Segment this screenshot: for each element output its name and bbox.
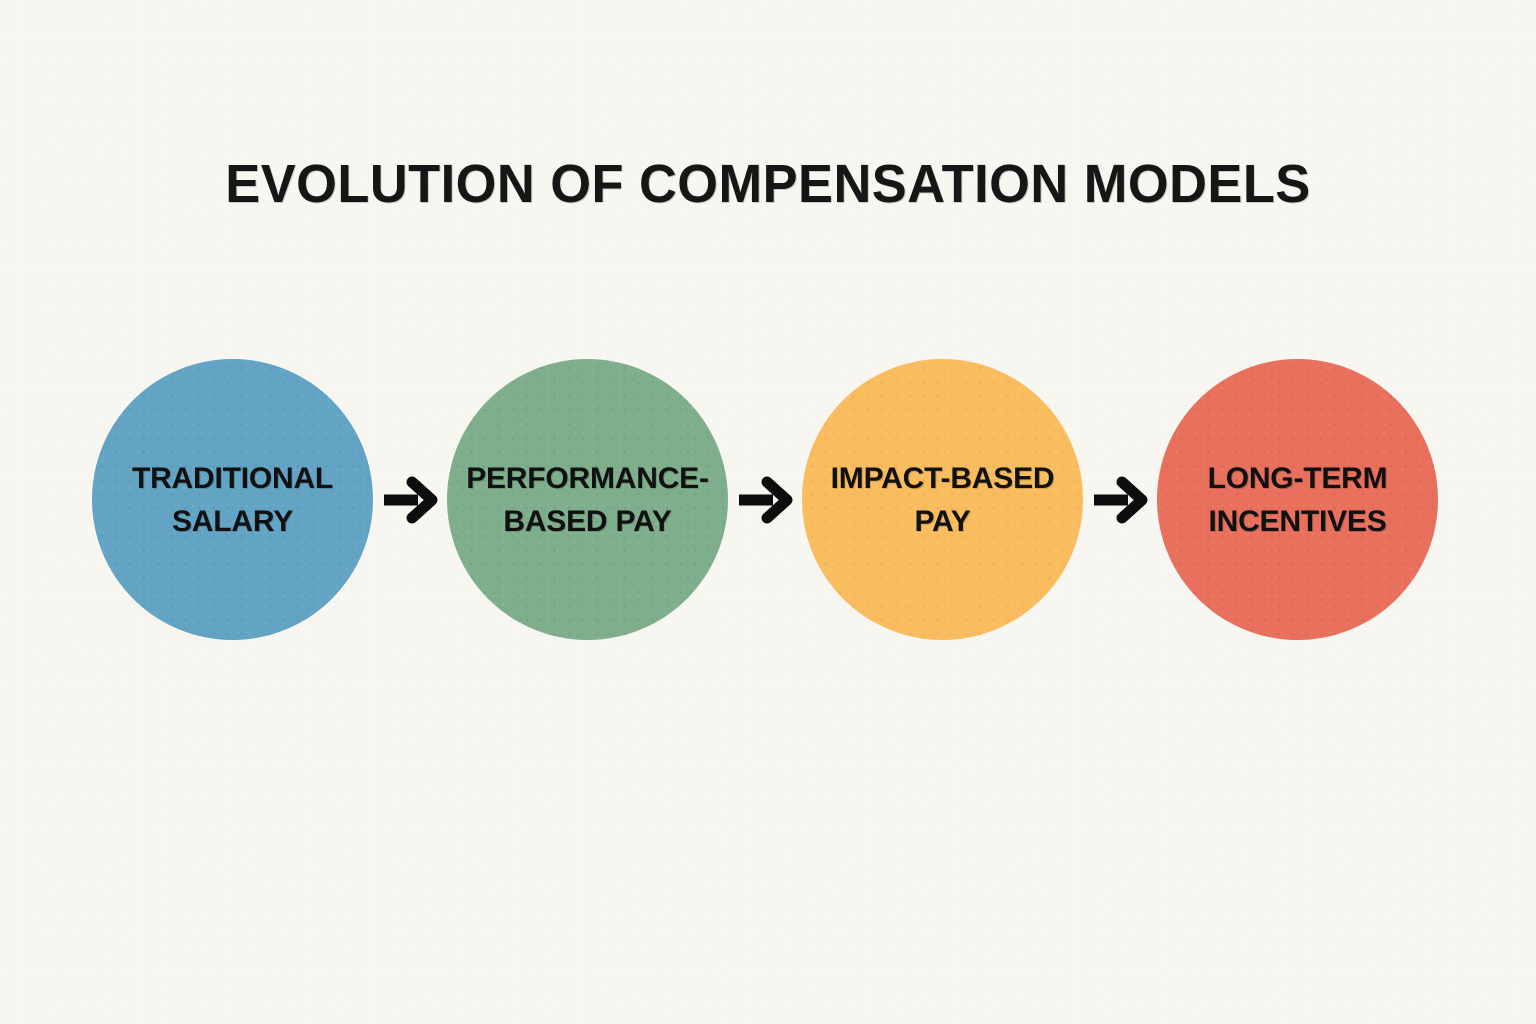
flow-node-label: LONG-TERM INCENTIVES: [1172, 457, 1424, 543]
arrow-right-icon: [1092, 476, 1148, 524]
flow-arrow-3: [1087, 474, 1153, 526]
flow-node-label: PERFORMANCE- BASED PAY: [462, 457, 714, 543]
flow-node-label-line2: SALARY: [171, 504, 294, 538]
flow-node-impact-based-pay[interactable]: IMPACT-BASED PAY: [802, 359, 1083, 640]
flow-node-label-line2: INCENTIVES: [1208, 504, 1387, 538]
flow-arrow-1: [377, 474, 443, 526]
flow-node-long-term-incentives[interactable]: LONG-TERM INCENTIVES: [1157, 359, 1438, 640]
compensation-evolution-flow: TRADITIONAL SALARY PERFORMANCE- BASED PAY: [92, 359, 1438, 640]
flow-arrow-2: [732, 474, 798, 526]
arrow-right-icon: [737, 476, 793, 524]
flow-node-traditional-salary[interactable]: TRADITIONAL SALARY: [92, 359, 373, 640]
flow-node-performance-based-pay[interactable]: PERFORMANCE- BASED PAY: [447, 359, 728, 640]
flow-node-label-line1: IMPACT-BASED: [830, 461, 1055, 495]
flow-node-label-line2: PAY: [914, 504, 971, 538]
flow-node-label: IMPACT-BASED PAY: [817, 457, 1069, 543]
flow-node-label: TRADITIONAL SALARY: [107, 457, 359, 543]
flow-node-label-line1: PERFORMANCE-: [466, 461, 709, 495]
flow-node-label-line2: BASED PAY: [503, 504, 672, 538]
page-title: EVOLUTION OF COMPENSATION MODELS: [225, 154, 1311, 215]
flow-node-label-line1: TRADITIONAL: [131, 461, 334, 495]
arrow-right-icon: [382, 476, 438, 524]
flow-node-label-line1: LONG-TERM: [1207, 461, 1388, 495]
